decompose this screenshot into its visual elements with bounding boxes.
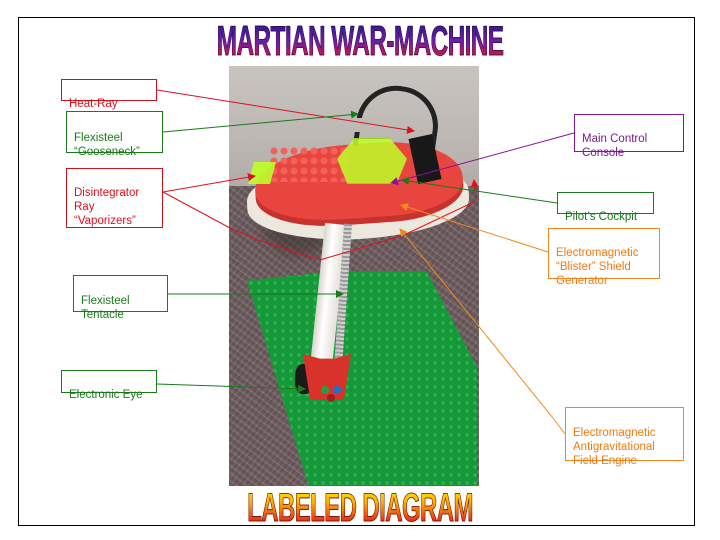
label-main-console: Main Control Console	[574, 114, 684, 159]
label-antigrav-engine: Electromagnetic Antigravitational Field …	[565, 407, 684, 467]
label-heat-ray-text: Heat-Ray	[69, 98, 118, 110]
label-main-console-text: Main Control Console	[582, 133, 648, 159]
label-gooseneck: Flexisteel “Gooseneck”	[66, 111, 163, 158]
label-cockpit: Pilot’s Cockpit	[557, 192, 654, 223]
label-heat-ray: Heat-Ray	[61, 79, 157, 110]
label-cockpit-text: Pilot’s Cockpit	[565, 211, 638, 223]
gooseneck-mount	[353, 118, 369, 132]
label-tentacle: Flexisteel Tentacle	[73, 275, 168, 321]
eye-lens-blue	[333, 386, 341, 394]
label-gooseneck-text: Flexisteel “Gooseneck”	[74, 132, 140, 158]
diagram-title: MARTIAN WAR-MACHINE	[216, 17, 504, 64]
diagram-frame	[18, 17, 695, 526]
eye-lens-green	[321, 386, 329, 394]
label-blister-shield: Electromagnetic “Blister” Shield Generat…	[548, 228, 660, 287]
label-tentacle-text: Flexisteel Tentacle	[81, 295, 130, 321]
lego-model-photo	[229, 66, 479, 486]
title-container: MARTIAN WAR-MACHINE	[120, 17, 600, 64]
diagram-subtitle: LABELED DIAGRAM	[247, 486, 474, 530]
subtitle-container: LABELED DIAGRAM	[120, 486, 600, 530]
label-disintegrator: Disintegrator Ray “Vaporizers”	[66, 168, 163, 228]
saucer-studs	[269, 146, 349, 182]
label-blister-shield-text: Electromagnetic “Blister” Shield Generat…	[556, 247, 639, 287]
label-antigrav-engine-text: Electromagnetic Antigravitational Field …	[573, 427, 656, 467]
label-disintegrator-text: Disintegrator Ray “Vaporizers”	[74, 187, 140, 227]
label-electronic-eye: Electronic Eye	[61, 370, 157, 401]
eye-lens-red	[327, 394, 335, 402]
label-electronic-eye-text: Electronic Eye	[69, 389, 143, 401]
